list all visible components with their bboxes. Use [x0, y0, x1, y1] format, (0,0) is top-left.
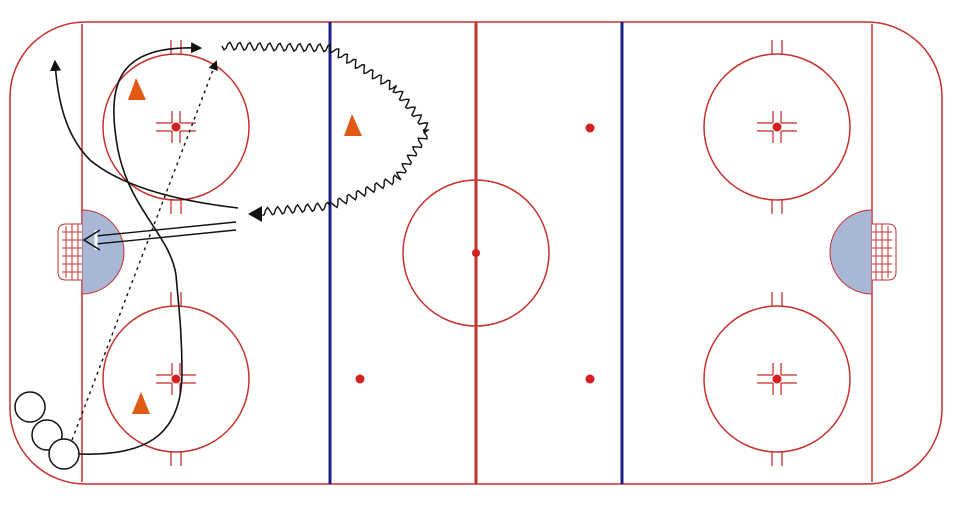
faceoff-bottom-right — [703, 292, 851, 466]
player-3 — [48, 438, 80, 470]
shot-path — [82, 221, 237, 251]
crease-right — [829, 209, 873, 295]
faceoff-circles — [102, 40, 851, 466]
center-circle — [402, 179, 550, 327]
pass-path-dashed — [71, 60, 218, 441]
net-right — [872, 223, 897, 281]
player-1 — [14, 391, 46, 423]
skate-path-main — [78, 42, 203, 455]
crease-left — [81, 209, 125, 295]
stickhandle-path-wavy — [221, 41, 430, 217]
cone-bottom-left — [132, 392, 150, 414]
neutral-dot-bottom-right — [585, 374, 595, 384]
faceoff-top-right — [703, 40, 851, 214]
center-faceoff-dot — [472, 249, 480, 257]
cone-center — [344, 114, 362, 136]
neutral-dot-bottom-left — [355, 374, 365, 384]
cone-top-left — [128, 78, 146, 100]
faceoff-top-left — [102, 40, 250, 214]
neutral-dot-top-left — [585, 123, 595, 133]
skate-path-return — [49, 59, 239, 209]
wavy-arrowhead — [248, 206, 262, 222]
net-left — [57, 223, 82, 281]
